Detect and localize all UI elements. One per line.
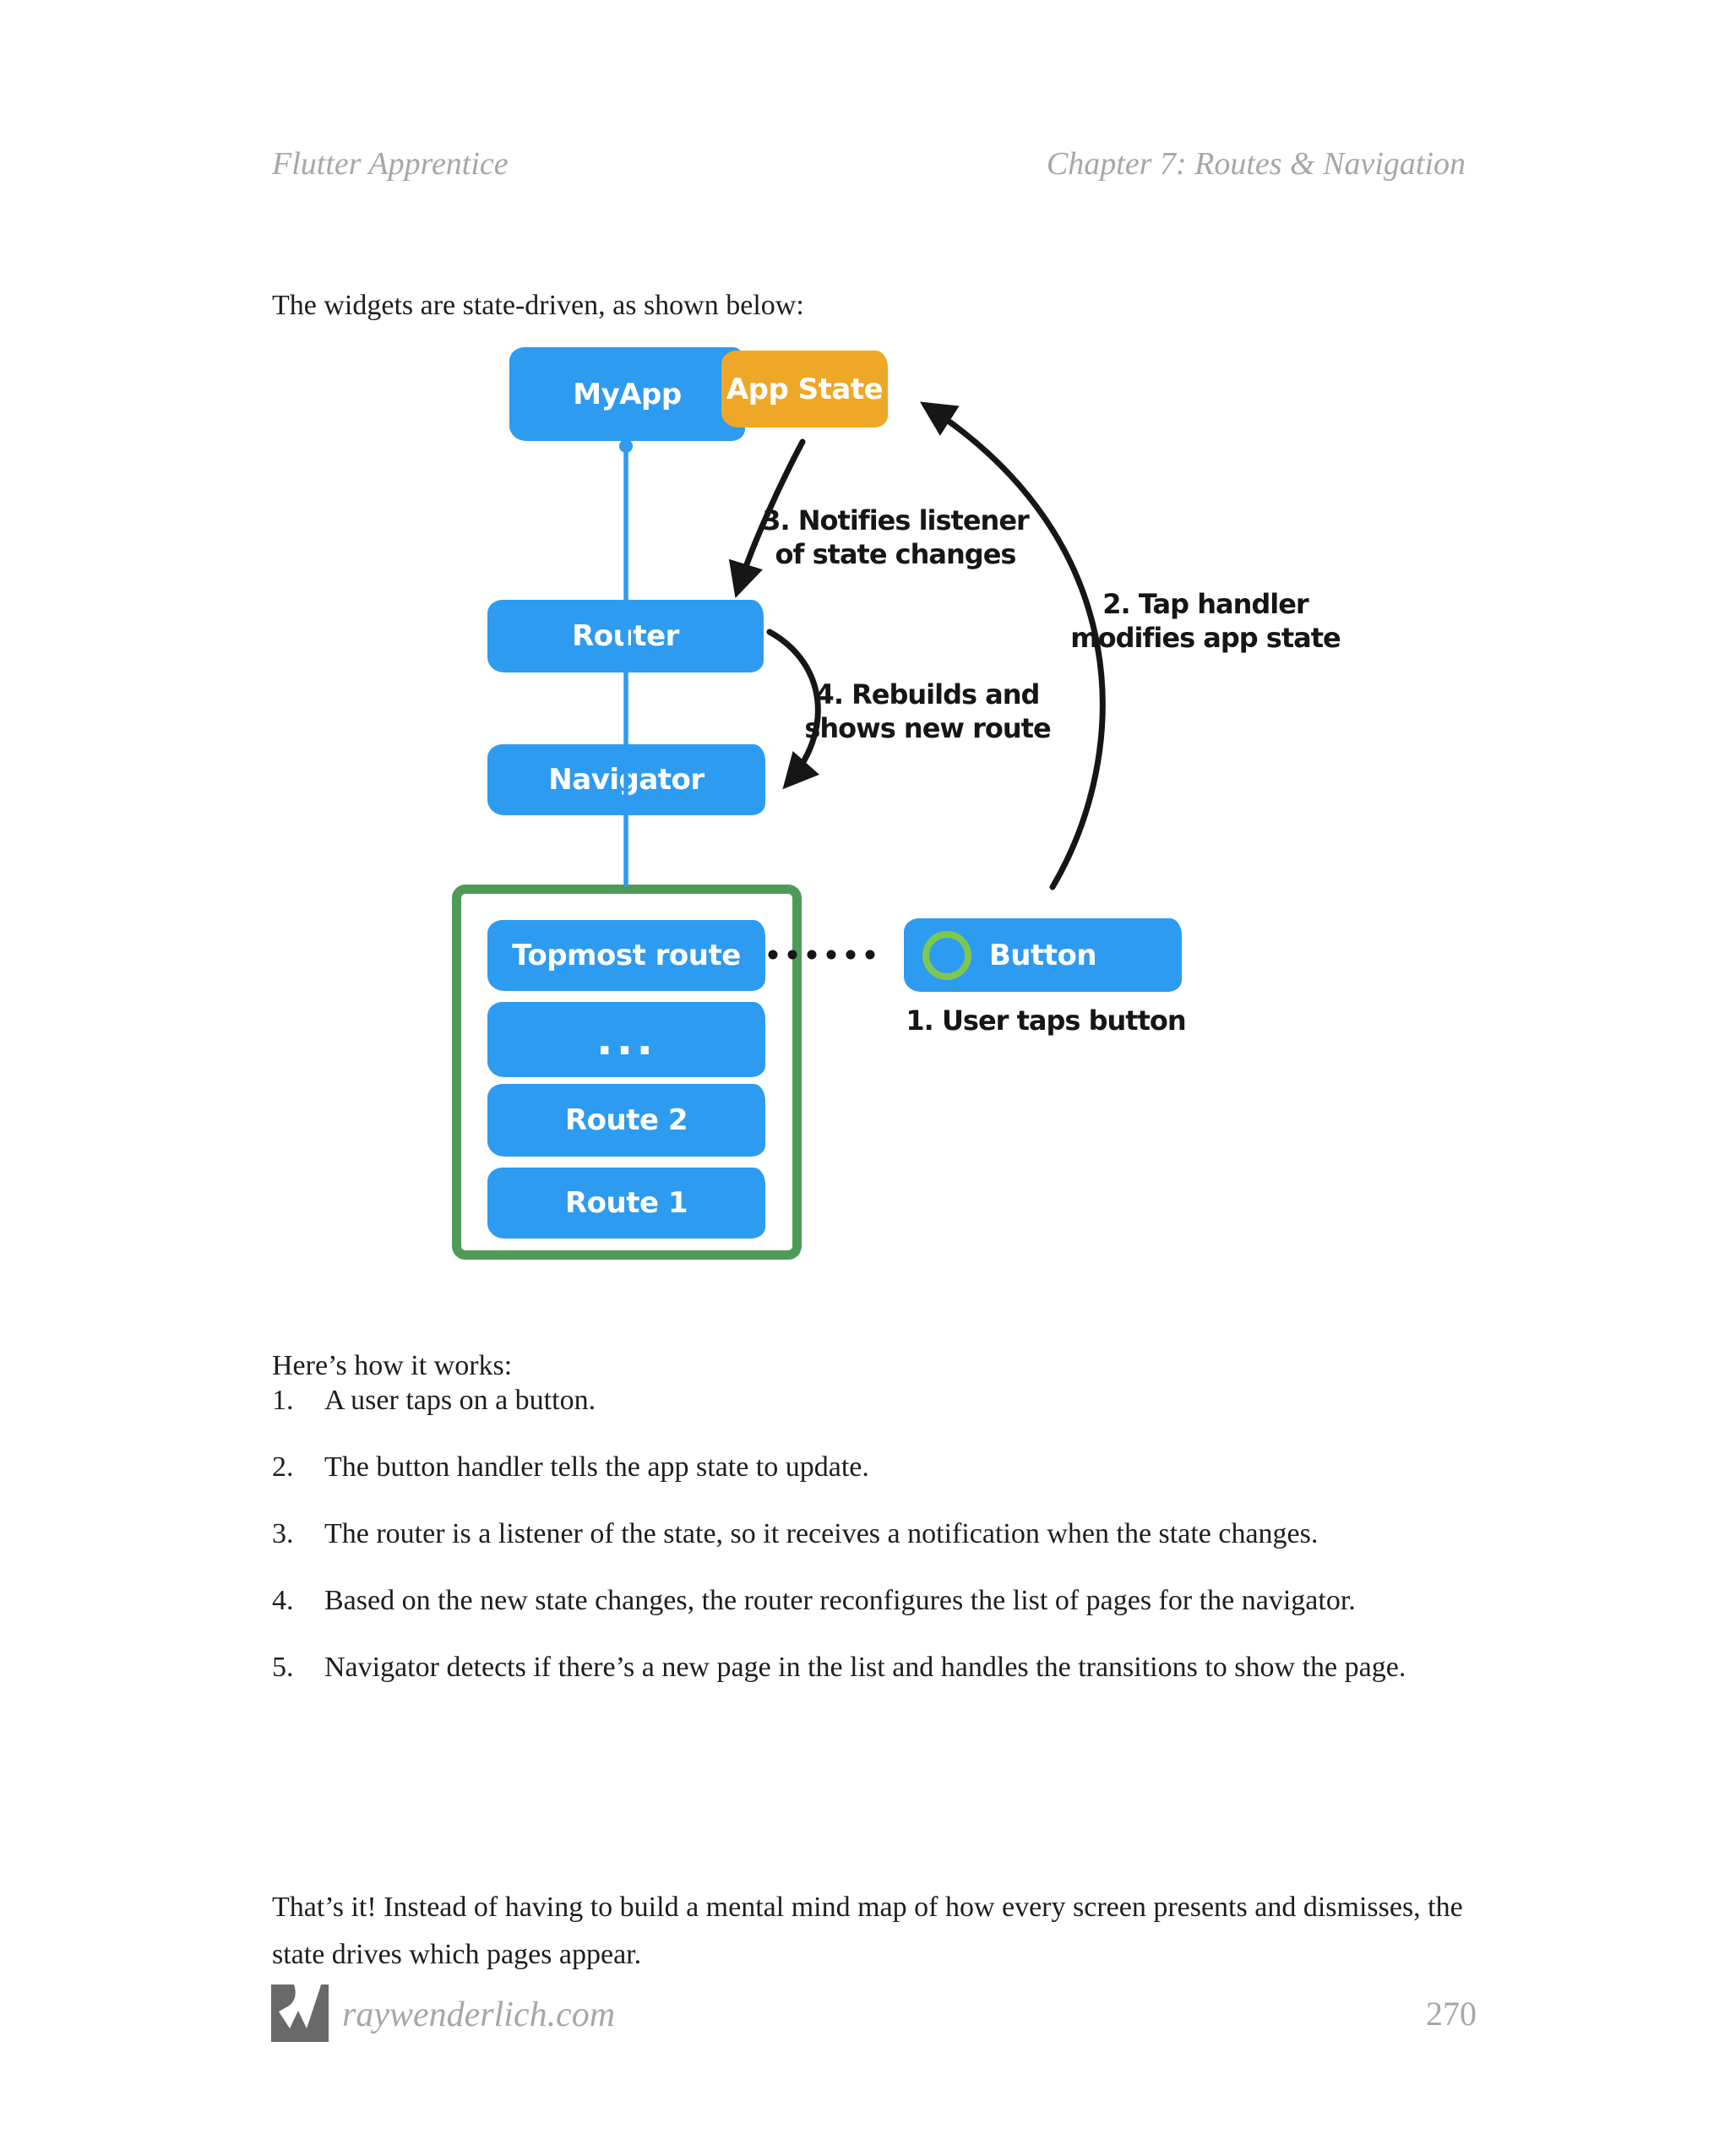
app-state-label: App State: [726, 372, 884, 406]
app-state-box: App State: [721, 351, 888, 427]
outro-paragraph: That’s it! Instead of having to build a …: [272, 1892, 1463, 1970]
list-item: 4. Based on the new state changes, the r…: [272, 1577, 1465, 1625]
step-number: 2.: [272, 1451, 294, 1483]
button-box: Button: [904, 918, 1182, 992]
footer: raywenderlich.com: [271, 1984, 615, 2042]
myapp-box: MyApp: [509, 347, 745, 441]
topmost-route-label: Topmost route: [512, 939, 741, 972]
header-book-title: Flutter Apprentice: [272, 146, 509, 182]
step-text: Based on the new state changes, the rout…: [324, 1585, 1356, 1616]
navigator-label: Navigator: [548, 763, 705, 797]
list-item: 5. Navigator detects if there’s a new pa…: [272, 1644, 1465, 1691]
topmost-route-box: Topmost route: [487, 920, 765, 991]
how-it-works-heading: Here’s how it works:: [272, 1350, 513, 1381]
annotation-tap-handler: 2. Tap handler modifies app state: [1070, 588, 1341, 654]
intro-paragraph: The widgets are state-driven, as shown b…: [272, 290, 804, 321]
route1-box: Route 1: [487, 1168, 765, 1239]
route2-box: Route 2: [487, 1084, 765, 1157]
myapp-label: MyApp: [573, 377, 682, 411]
annotation-user-taps: 1. User taps button: [906, 1004, 1186, 1037]
diagram-connectors: [619, 401, 1106, 980]
page-number: 270: [1426, 1995, 1477, 2033]
list-item: 2. The button handler tells the app stat…: [272, 1444, 1465, 1491]
navigator-box: Navigator: [487, 744, 765, 815]
step-number: 3.: [272, 1518, 294, 1549]
button-label: Button: [988, 938, 1097, 972]
step-number: 5.: [272, 1652, 294, 1683]
header-chapter-title: Chapter 7: Routes & Navigation: [1046, 146, 1466, 182]
annotation-notifies-listener: 3. Notifies listener of state changes: [762, 504, 1030, 570]
step-text: The button handler tells the app state t…: [324, 1451, 869, 1483]
annotation-rebuilds: 4. Rebuilds and shows new route: [804, 678, 1051, 744]
router-label: Router: [572, 619, 679, 653]
ellipsis-route-box: ...: [487, 1002, 765, 1077]
site-name: raywenderlich.com: [342, 1995, 616, 2034]
step-text: A user taps on a button.: [324, 1385, 596, 1416]
steps-list: 1. A user taps on a button. 2. The butto…: [272, 1377, 1465, 1711]
list-item: 1. A user taps on a button.: [272, 1377, 1465, 1424]
tree-line-dot: [619, 439, 633, 453]
ellipsis-label: ...: [596, 1014, 657, 1065]
router-box: Router: [487, 600, 764, 672]
route1-label: Route 1: [564, 1186, 688, 1220]
state-driven-diagram: MyApp App State Router Navigator Topmost…: [0, 338, 1730, 1284]
route2-label: Route 2: [564, 1103, 688, 1137]
step-text: The router is a listener of the state, s…: [324, 1518, 1319, 1549]
step-text: Navigator detects if there’s a new page …: [324, 1652, 1406, 1683]
list-item: 3. The router is a listener of the state…: [272, 1511, 1465, 1558]
route-stack-group: [452, 885, 802, 1260]
step-number: 1.: [272, 1385, 294, 1416]
step-number: 4.: [272, 1585, 294, 1616]
raywenderlich-logo: [271, 1984, 329, 2042]
